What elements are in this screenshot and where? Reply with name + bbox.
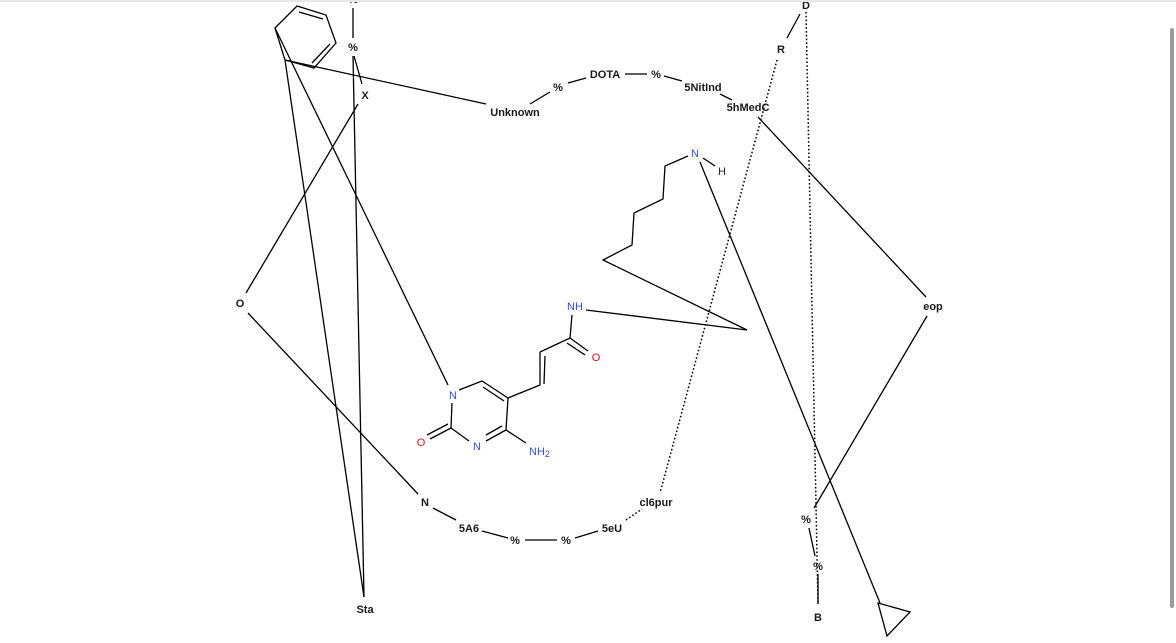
cytosine-ring [426, 309, 748, 444]
amine-label: NH2 [529, 446, 550, 459]
percent-label: % [561, 535, 571, 547]
amine-subscript: 2 [545, 449, 550, 459]
node-labels: % % X D R DOTA % % 5NitInd 5hMedC Unknow… [236, 0, 943, 624]
percent-label: % [651, 69, 661, 81]
o-node-label: O [236, 298, 245, 310]
percent-label: % [510, 535, 520, 547]
sta-label: Sta [356, 604, 374, 616]
chain-h-label: H [718, 166, 726, 178]
chain-n-label: N [691, 148, 699, 160]
right-links [659, 11, 819, 605]
vertical-scrollbar[interactable] [1170, 28, 1174, 608]
dota-label: DOTA [590, 69, 620, 81]
carbonyl-o-label: O [592, 352, 601, 364]
d-node-label: D [802, 0, 810, 12]
percent-chain-left [245, 8, 643, 598]
top-border [0, 0, 1176, 2]
percent-label: % [348, 42, 358, 54]
atom-labels: NH O N O N NH2 N H [417, 148, 726, 459]
ring-o2-label: O [417, 437, 426, 449]
cl6pur-label: cl6pur [639, 497, 673, 509]
cyclopropane [877, 602, 912, 638]
top-chain [529, 73, 928, 509]
benzene-ring [274, 5, 337, 69]
hmedc-label: 5hMedC [727, 102, 770, 114]
alkyl-chain [601, 155, 881, 604]
nitind-label: 5NitInd [684, 82, 721, 94]
r-node-label: R [777, 44, 785, 56]
percent-label: % [553, 82, 563, 94]
eop-label: eop [923, 301, 943, 313]
n-node-label: N [421, 497, 429, 509]
amine-text: NH [529, 446, 545, 458]
amide-nh-label: NH [567, 301, 583, 313]
eu-label: 5eU [602, 523, 622, 535]
ring-bonds [274, 27, 487, 598]
percent-label: % [348, 0, 358, 6]
percent-label: % [801, 514, 811, 526]
a6-label: 5A6 [459, 523, 479, 535]
ring-n1-label: N [449, 390, 457, 402]
x-node-label: X [361, 90, 369, 102]
ring-n3-label: N [473, 441, 481, 453]
percent-label: % [813, 561, 823, 573]
b-node-label: B [814, 612, 822, 624]
unknown-label: Unknown [490, 107, 540, 119]
